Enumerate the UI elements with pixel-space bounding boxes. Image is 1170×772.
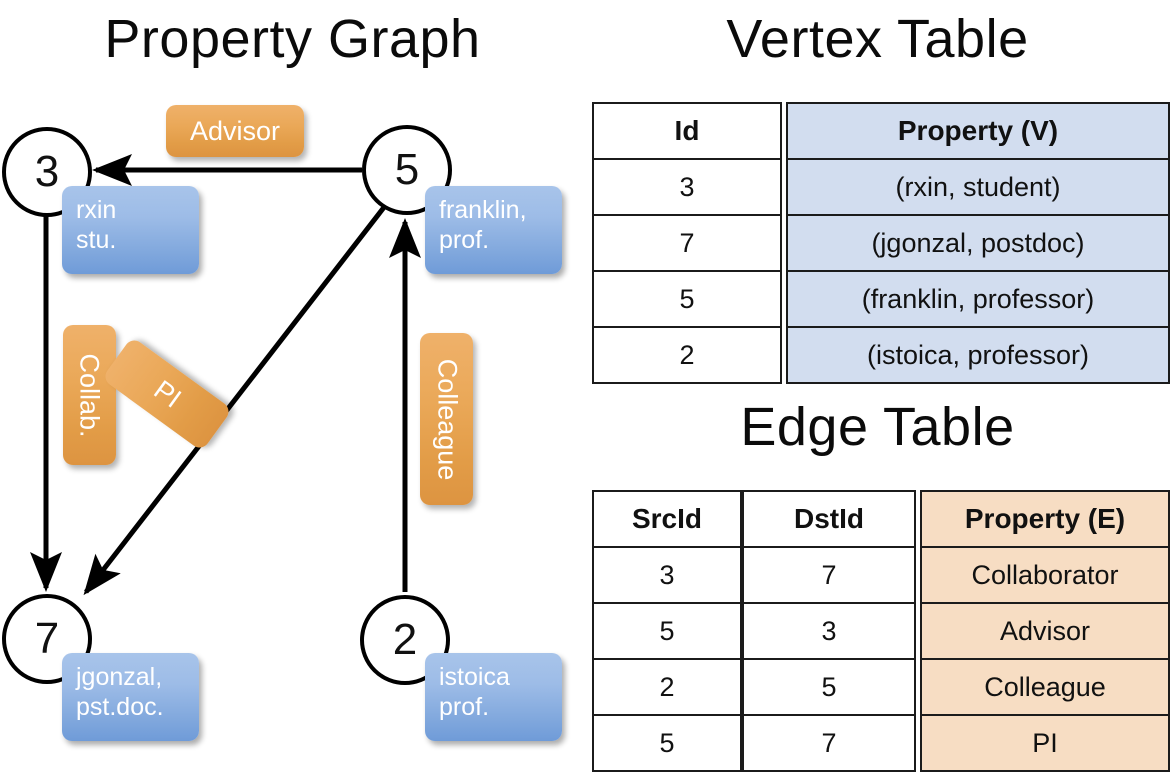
edge-dstid-cell: 7 — [742, 546, 916, 604]
table-row[interactable]: 5 — [592, 270, 782, 328]
vertex-property-rxin-line1: rxin — [76, 196, 117, 224]
edge-property-cell: Collaborator — [920, 546, 1170, 604]
vertex-property-franklin-line1: franklin, — [439, 196, 527, 224]
property-graph-diagram: 3 5 7 2 rxin stu. franklin, prof. jgonza… — [0, 0, 585, 760]
edge-arrow-pi — [83, 204, 387, 596]
vertex-property-box-jgonzal[interactable]: jgonzal, pst.doc. — [62, 653, 199, 741]
vertex-property-istoica-line2: prof. — [439, 692, 490, 721]
vertex-property-jgonzal-line1: jgonzal, — [76, 663, 163, 691]
table-header-row: Id — [592, 102, 782, 160]
vertex-property-rxin-line2: stu. — [76, 225, 117, 254]
vertex-property-cell: (franklin, professor) — [786, 270, 1170, 328]
vertex-property-istoica-line1: istoica — [439, 663, 510, 691]
edge-dstid-cell: 7 — [742, 714, 916, 772]
table-row[interactable]: 3 — [592, 546, 742, 604]
edge-table-srcid-column: SrcId 3 5 2 5 — [592, 490, 742, 772]
table-row[interactable]: 7 — [742, 714, 916, 772]
edge-srcid-cell: 2 — [592, 658, 742, 716]
graph-node-7-label: 7 — [34, 614, 60, 663]
edge-dstid-cell: 5 — [742, 658, 916, 716]
vertex-table-header-id: Id — [592, 102, 782, 160]
table-header-row: Property (V) — [786, 102, 1170, 160]
table-row[interactable]: (jgonzal, postdoc) — [786, 214, 1170, 272]
edge-property-cell: Advisor — [920, 602, 1170, 660]
table-header-row: DstId — [742, 490, 916, 548]
table-row[interactable]: 5 — [592, 602, 742, 660]
edge-srcid-cell: 5 — [592, 602, 742, 660]
table-header-row: SrcId — [592, 490, 742, 548]
edge-dstid-cell: 3 — [742, 602, 916, 660]
vertex-table-property-column: Property (V) (rxin, student) (jgonzal, p… — [786, 102, 1170, 384]
graph-node-5-label: 5 — [394, 145, 420, 194]
graph-node-5[interactable]: 5 — [362, 125, 452, 215]
vertex-table-header-property: Property (V) — [786, 102, 1170, 160]
table-row[interactable]: Collaborator — [920, 546, 1170, 604]
table-row[interactable]: PI — [920, 714, 1170, 772]
table-row[interactable]: 5 — [592, 714, 742, 772]
vertex-property-cell: (jgonzal, postdoc) — [786, 214, 1170, 272]
graph-node-3-label: 3 — [34, 147, 60, 196]
edge-property-colleague-label: Colleague — [432, 358, 462, 480]
table-row[interactable]: 5 — [742, 658, 916, 716]
vertex-property-franklin-line2: prof. — [439, 225, 490, 254]
graph-node-2-label: 2 — [392, 615, 418, 664]
edge-table-dstid-column: DstId 7 3 5 7 — [742, 490, 916, 772]
table-row[interactable]: (istoica, professor) — [786, 326, 1170, 384]
section-title-vertex-table: Vertex Table — [726, 9, 1029, 69]
edge-table-property-column: Property (E) Collaborator Advisor Collea… — [920, 490, 1170, 772]
vertex-id-cell: 5 — [592, 270, 782, 328]
table-row[interactable]: Colleague — [920, 658, 1170, 716]
table-row[interactable]: (rxin, student) — [786, 158, 1170, 216]
edge-table-header-dstid: DstId — [742, 490, 916, 548]
table-header-row: Property (E) — [920, 490, 1170, 548]
edge-property-pi-label: PI — [148, 373, 187, 414]
table-row[interactable]: 7 — [592, 214, 782, 272]
page-title-property-graph: Property Graph — [104, 9, 481, 69]
vertex-property-box-istoica[interactable]: istoica prof. — [425, 653, 562, 741]
vertex-id-cell: 2 — [592, 326, 782, 384]
edge-table-header-srcid: SrcId — [592, 490, 742, 548]
vertex-id-cell: 3 — [592, 158, 782, 216]
table-row[interactable]: (franklin, professor) — [786, 270, 1170, 328]
vertex-property-box-rxin[interactable]: rxin stu. — [62, 186, 199, 274]
graph-edges-layer — [30, 154, 421, 596]
table-row[interactable]: Advisor — [920, 602, 1170, 660]
edge-table-header-property: Property (E) — [920, 490, 1170, 548]
edge-property-box-colleague[interactable]: Colleague — [420, 333, 473, 505]
vertex-property-cell: (rxin, student) — [786, 158, 1170, 216]
table-row[interactable]: 2 — [592, 326, 782, 384]
edge-property-box-collaborator[interactable]: Collab. — [63, 325, 116, 465]
edge-property-box-advisor[interactable]: Advisor — [166, 105, 304, 157]
table-row[interactable]: 2 — [592, 658, 742, 716]
section-title-edge-table: Edge Table — [740, 397, 1015, 457]
vertex-property-cell: (istoica, professor) — [786, 326, 1170, 384]
edge-property-advisor-label: Advisor — [189, 115, 281, 146]
edge-srcid-cell: 5 — [592, 714, 742, 772]
vertex-id-cell: 7 — [592, 214, 782, 272]
edge-property-cell: Colleague — [920, 658, 1170, 716]
vertex-table-id-column: Id 3 7 5 2 — [592, 102, 782, 384]
graph-node-2[interactable]: 2 — [360, 595, 450, 685]
edge-property-cell: PI — [920, 714, 1170, 772]
table-row[interactable]: 7 — [742, 546, 916, 604]
table-row[interactable]: 3 — [742, 602, 916, 660]
table-row[interactable]: 3 — [592, 158, 782, 216]
vertex-property-jgonzal-line2: pst.doc. — [76, 692, 164, 721]
vertex-property-box-franklin[interactable]: franklin, prof. — [425, 186, 562, 274]
edge-property-collaborator-label: Collab. — [75, 352, 106, 438]
edge-srcid-cell: 3 — [592, 546, 742, 604]
